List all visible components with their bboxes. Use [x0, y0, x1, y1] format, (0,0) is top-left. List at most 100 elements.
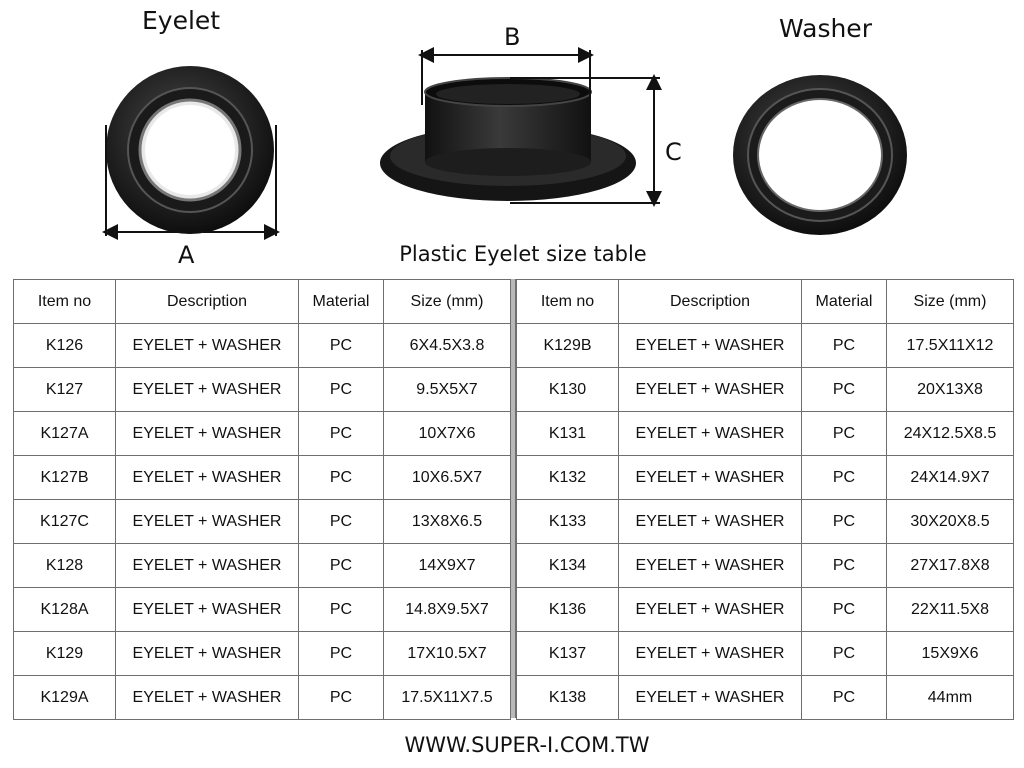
table-title: Plastic Eyelet size table — [399, 242, 647, 266]
item-no-cell: K127B — [13, 455, 116, 500]
table-header-row: Item no Description Material Size (mm) — [13, 279, 511, 324]
header-item-no: Item no — [516, 279, 619, 324]
size-cell: 6X4.5X3.8 — [383, 323, 511, 368]
header-item-no: Item no — [13, 279, 116, 324]
item-no-cell: K129 — [13, 631, 116, 676]
table-header-row: Item no Description Material Size (mm) — [516, 279, 1014, 324]
item-no-cell: K127 — [13, 367, 116, 412]
size-cell: 14X9X7 — [383, 543, 511, 588]
eyelet-side-view-image — [380, 77, 636, 201]
material-cell: PC — [801, 455, 887, 500]
eyelet-top-view-image — [106, 66, 274, 234]
website-url: WWW.SUPER-I.COM.TW — [404, 733, 650, 757]
description-cell: EYELET + WASHER — [618, 323, 802, 368]
item-no-cell: K130 — [516, 367, 619, 412]
material-cell: PC — [298, 367, 384, 412]
size-cell: 20X13X8 — [886, 367, 1014, 412]
item-no-cell: K131 — [516, 411, 619, 456]
description-cell: EYELET + WASHER — [115, 455, 299, 500]
material-cell: PC — [298, 587, 384, 632]
material-cell: PC — [298, 675, 384, 720]
description-cell: EYELET + WASHER — [115, 411, 299, 456]
dimension-a-line — [102, 125, 280, 240]
description-cell: EYELET + WASHER — [115, 499, 299, 544]
item-no-cell: K132 — [516, 455, 619, 500]
size-cell: 27X17.8X8 — [886, 543, 1014, 588]
item-no-cell: K129B — [516, 323, 619, 368]
material-cell: PC — [801, 675, 887, 720]
item-no-cell: K126 — [13, 323, 116, 368]
description-cell: EYELET + WASHER — [115, 631, 299, 676]
material-cell: PC — [298, 631, 384, 676]
description-cell: EYELET + WASHER — [618, 587, 802, 632]
dimension-c-label: C — [665, 138, 682, 166]
description-cell: EYELET + WASHER — [618, 367, 802, 412]
size-cell: 17.5X11X12 — [886, 323, 1014, 368]
size-cell: 30X20X8.5 — [886, 499, 1014, 544]
material-cell: PC — [801, 543, 887, 588]
size-cell: 15X9X6 — [886, 631, 1014, 676]
item-no-cell: K136 — [516, 587, 619, 632]
item-no-cell: K127C — [13, 499, 116, 544]
description-cell: EYELET + WASHER — [115, 587, 299, 632]
material-cell: PC — [298, 323, 384, 368]
washer-label: Washer — [779, 14, 872, 43]
item-no-cell: K133 — [516, 499, 619, 544]
description-cell: EYELET + WASHER — [618, 543, 802, 588]
washer-image — [733, 75, 907, 235]
header-size: Size (mm) — [383, 279, 511, 324]
description-cell: EYELET + WASHER — [618, 455, 802, 500]
material-cell: PC — [801, 323, 887, 368]
material-cell: PC — [298, 499, 384, 544]
size-cell: 10X6.5X7 — [383, 455, 511, 500]
size-cell: 17.5X11X7.5 — [383, 675, 511, 720]
dimension-a-label: A — [178, 241, 195, 269]
material-cell: PC — [298, 543, 384, 588]
item-no-cell: K128 — [13, 543, 116, 588]
description-cell: EYELET + WASHER — [115, 543, 299, 588]
header-description: Description — [618, 279, 802, 324]
table-divider — [510, 279, 516, 718]
size-table-right: Item no Description Material Size (mm) K… — [516, 279, 1014, 720]
header-material: Material — [801, 279, 887, 324]
material-cell: PC — [801, 367, 887, 412]
size-cell: 24X14.9X7 — [886, 455, 1014, 500]
material-cell: PC — [801, 411, 887, 456]
description-cell: EYELET + WASHER — [618, 499, 802, 544]
header-size: Size (mm) — [886, 279, 1014, 324]
material-cell: PC — [801, 631, 887, 676]
material-cell: PC — [298, 411, 384, 456]
material-cell: PC — [801, 587, 887, 632]
description-cell: EYELET + WASHER — [618, 631, 802, 676]
item-no-cell: K128A — [13, 587, 116, 632]
item-no-cell: K134 — [516, 543, 619, 588]
item-no-cell: K127A — [13, 411, 116, 456]
description-cell: EYELET + WASHER — [115, 675, 299, 720]
size-cell: 9.5X5X7 — [383, 367, 511, 412]
size-cell: 13X8X6.5 — [383, 499, 511, 544]
description-cell: EYELET + WASHER — [115, 323, 299, 368]
description-cell: EYELET + WASHER — [618, 675, 802, 720]
size-cell: 10X7X6 — [383, 411, 511, 456]
size-cell: 14.8X9.5X7 — [383, 587, 511, 632]
product-illustrations — [102, 47, 907, 240]
item-no-cell: K138 — [516, 675, 619, 720]
material-cell: PC — [298, 455, 384, 500]
